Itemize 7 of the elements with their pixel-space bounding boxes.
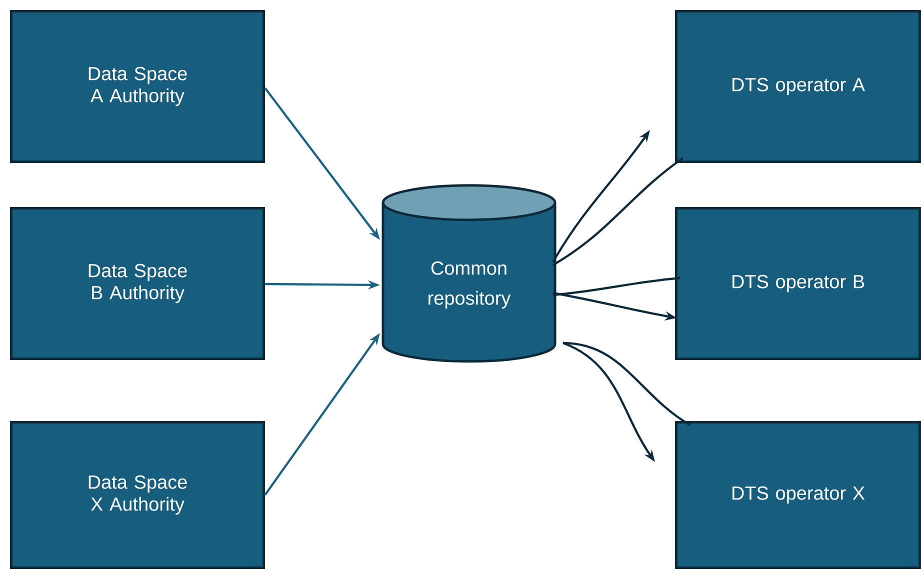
repository-cylinder: Common repository [382,184,556,363]
operator-box: DTS operator X [675,421,921,569]
operator-box: DTS operator A [675,10,921,163]
authority-box: Data Space B Authority [10,207,265,360]
authority-box: Data Space A Authority [10,10,265,163]
authority-box: Data Space X Authority [10,421,265,569]
operator-box: DTS operator B [675,207,921,360]
